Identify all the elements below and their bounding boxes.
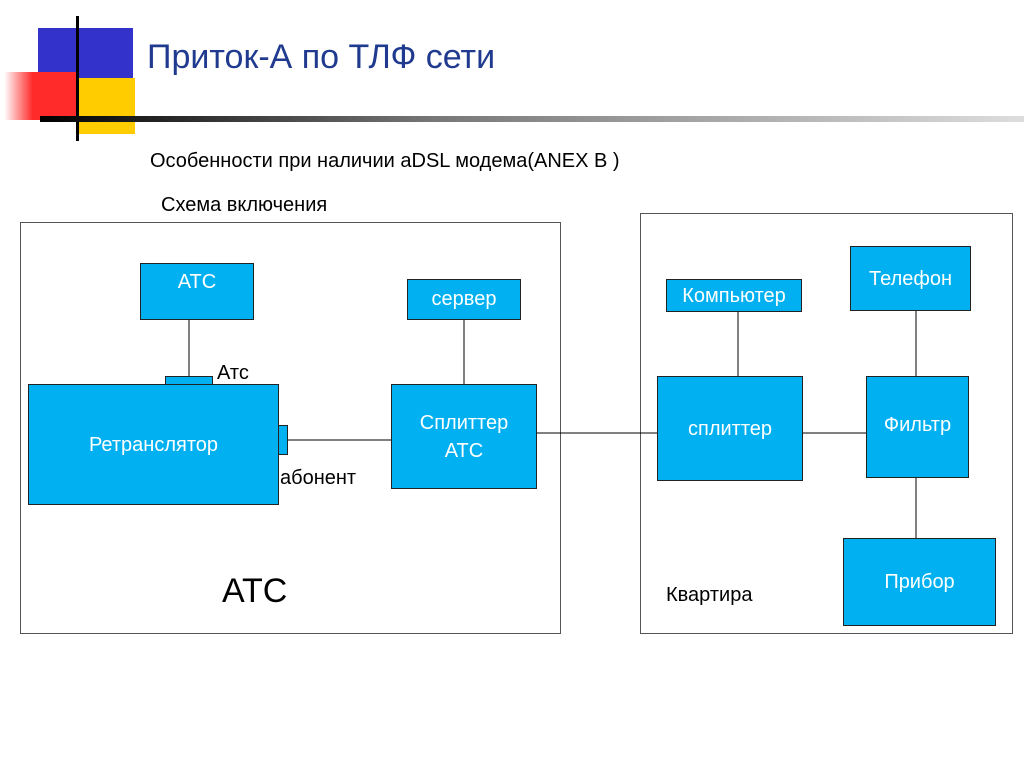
apartment-splitter-box: сплиттер <box>657 376 803 481</box>
server-label: сервер <box>431 288 497 310</box>
ats-splitter-label-line1: Сплиттер <box>419 411 509 434</box>
retranslator-box: Ретранслятор <box>28 384 279 505</box>
apartment-section-label: Квартира <box>666 584 753 606</box>
ats-box-label: АТС <box>177 271 217 293</box>
ats-splitter-label-line2: АТС <box>444 439 484 462</box>
slide-title: Приток-А по ТЛФ сети <box>147 38 496 76</box>
scheme-label: Схема включения <box>161 194 328 216</box>
ats-box: АТС <box>140 263 254 320</box>
device-box: Прибор <box>843 538 996 626</box>
apartment-splitter-label: сплиттер <box>687 417 772 440</box>
slide-subtitle: Особенности при наличии аDSL модема(ANEX… <box>150 150 620 172</box>
ats-port-label: Атс <box>217 362 249 384</box>
ats-splitter-box: Сплиттер АТС <box>391 384 537 489</box>
computer-box: Компьютер <box>666 279 802 312</box>
retranslator-label: Ретранслятор <box>88 433 219 456</box>
computer-label: Компьютер <box>682 284 786 307</box>
device-label: Прибор <box>884 571 955 593</box>
ats-section-label: АТС <box>222 572 288 610</box>
server-box: сервер <box>407 279 521 320</box>
phone-label: Телефон <box>869 268 952 290</box>
subscriber-port-label: абонент <box>280 467 357 489</box>
phone-box: Телефон <box>850 246 971 311</box>
filter-box: Фильтр <box>866 376 969 478</box>
filter-label: Фильтр <box>883 414 952 436</box>
